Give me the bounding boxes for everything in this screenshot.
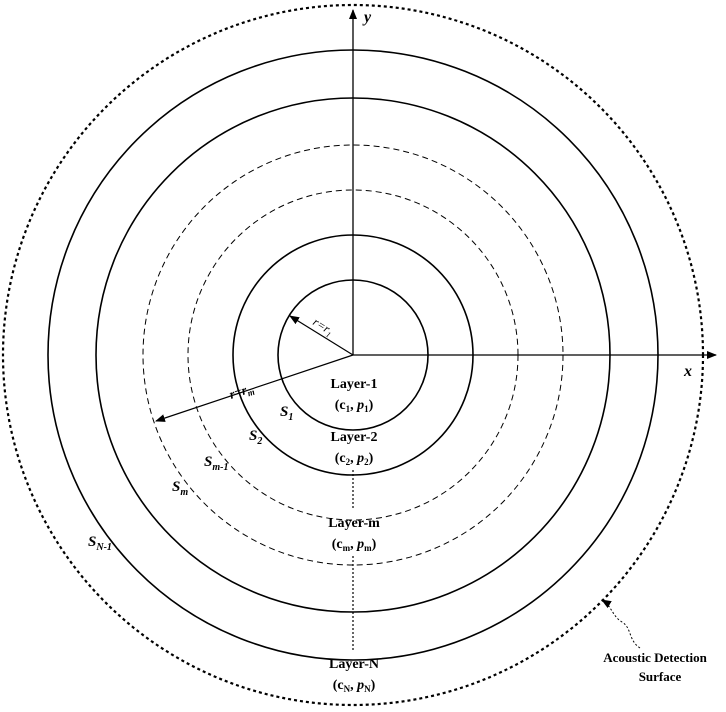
radius-rm-arrow — [155, 354, 354, 422]
layer-m-name: Layer-m — [328, 516, 380, 531]
layer-2-name: Layer-2 — [331, 430, 378, 445]
layer-n-params: (cN, pN) — [333, 678, 376, 694]
y-axis-label: y — [362, 9, 372, 26]
layer-2-params: (c2, p2) — [335, 451, 374, 467]
surface-label-s2: S2 — [249, 428, 262, 447]
detection-surface-label-line1: Acoustic Detection — [603, 650, 707, 665]
radius-r1-arrow — [289, 315, 354, 356]
detection-surface-leader — [601, 599, 641, 649]
surface-label-sm: Sm — [172, 479, 188, 498]
x-axis-label: x — [683, 363, 692, 380]
layer-n-name: Layer-N — [329, 657, 379, 672]
surface-label-sm-1: Sm-1 — [204, 454, 228, 473]
detection-surface-label-line2: Surface — [639, 669, 682, 684]
radius-rm-label: r=rm — [227, 380, 256, 404]
radius-r1-label: r=r1 — [309, 315, 336, 340]
surface-label-s1: S1 — [280, 404, 293, 423]
layer-1-name: Layer-1 — [331, 377, 378, 392]
layer-m-params: (cm, pm) — [332, 537, 377, 553]
surface-label-sn-1: SN-1 — [88, 534, 112, 553]
layer-1-params: (c1, p1) — [335, 398, 374, 414]
